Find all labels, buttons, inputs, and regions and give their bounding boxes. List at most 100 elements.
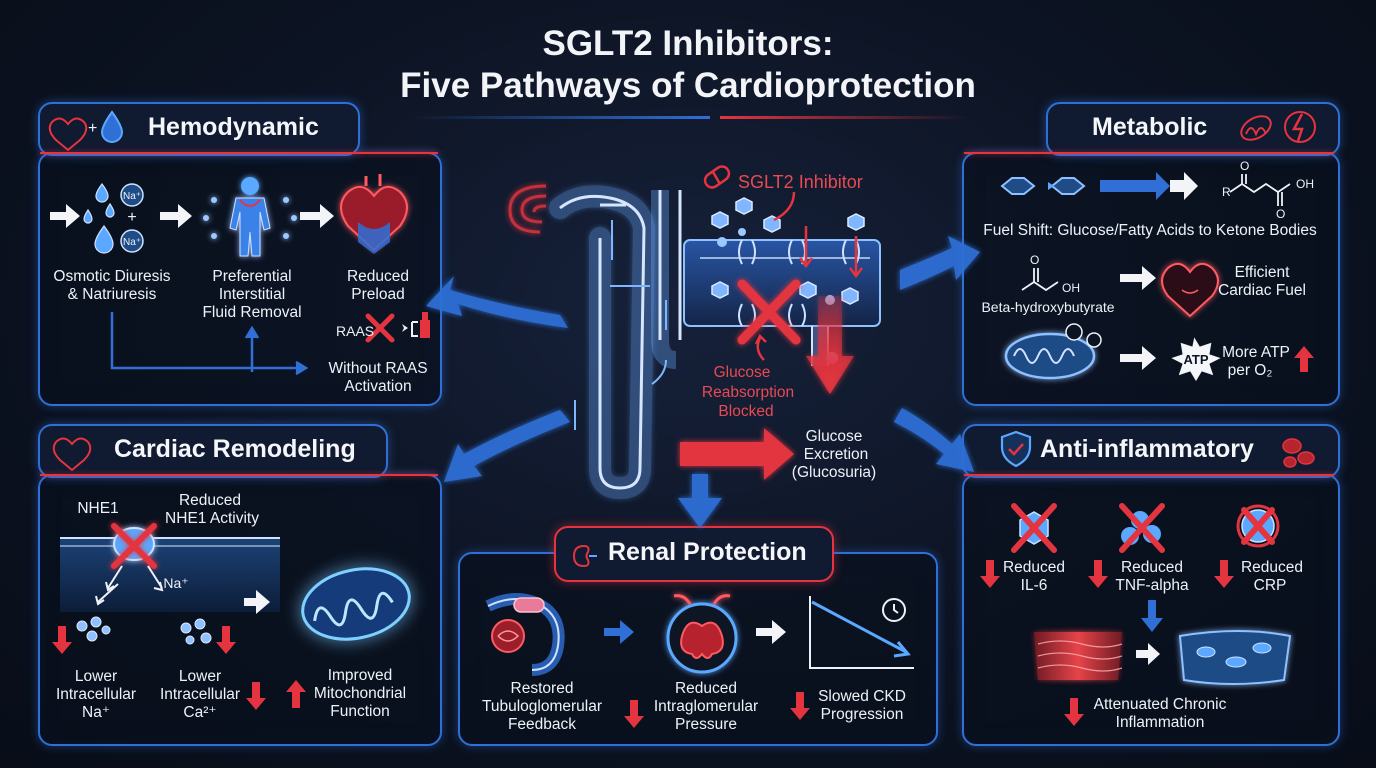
sglt2-drug-label: SGLT2 Inhibitor [738,172,863,192]
bhb-o-label: O [1030,253,1039,267]
pressure-line2: Intraglomerular [653,698,759,715]
inflam-right-arrow [1136,643,1160,665]
mito-line2: Mitochondrial [313,685,407,702]
ketone-r-label: R [1222,185,1231,199]
crp-line1: Reduced [1240,559,1304,576]
nhe1-blocked-icon [111,523,157,569]
svg-text:+: + [88,120,97,137]
ketone-o-label-2: O [1276,207,1285,221]
divider-hemodynamic [40,152,438,154]
tnf-line2: TNF-alpha [1115,577,1189,594]
title-metabolic: Metabolic [1092,113,1208,141]
healthy-tissue-icon [1178,630,1292,685]
metabolic-arrows [1120,266,1156,370]
ion-dots [76,616,212,645]
bhb-oh-label: OH [1062,281,1080,295]
hemo-step3-line2: Preload [351,286,405,303]
heart-anatomical-icon [340,174,408,254]
na-ion-label: Na⁺ [163,575,189,591]
shield-check-icon [1000,430,1032,468]
pill-icon [703,165,731,189]
title-rule-red [720,116,970,119]
blood-cells-icon [1282,438,1315,468]
heart-outline-icon [52,437,92,472]
mitochondria-bolt-icon [1240,111,1316,143]
hemo-arrows [50,204,334,228]
hemo-step2-line2: Interstitial [218,286,286,303]
raas-blocked-icon [365,312,430,343]
mito-line1: Improved [327,667,393,684]
atp-label: ATP [1183,352,1208,367]
page-title-line1: SGLT2 Inhibitors: [542,24,834,63]
title-inflammation: Anti-inflammatory [1040,435,1254,463]
lower-ca-line3: Ca²⁺ [183,704,217,721]
mitochondria-icon [1004,323,1102,380]
nephron-tgf-icon [485,593,565,676]
pressure-line3: Pressure [674,716,738,733]
nhe1-label: NHE1 [77,500,119,517]
heart-fuel-icon [1161,262,1219,318]
excretion-label-1: Glucose [805,428,863,445]
tnf-line1: Reduced [1120,559,1184,576]
tgf-line3: Feedback [507,716,577,733]
sodium-ions-icon: + [120,183,144,253]
panel-renal [458,552,938,746]
divider-remodeling [40,474,438,476]
ketone-oh-label: OH [1296,177,1314,191]
hemo-step3-line1: Reduced [346,268,410,285]
heart-drop-icon: + [48,110,124,152]
water-drops-icon [83,182,115,254]
hemo-step4-line2: Activation [344,378,412,395]
ckd-decline-chart-icon [809,596,914,669]
renal-down-arrows [624,692,810,728]
il6-line2: IL-6 [1020,577,1048,594]
hemo-step1-line2: & Natriuresis [67,286,157,303]
ckd-line1: Slowed CKD [818,688,906,705]
sodium-label-2: Na⁺ [123,237,141,248]
crp-blocked-icon [1236,504,1280,548]
lower-ca-line2: Intracellular [159,686,241,703]
blocked-label-2: Reabsorption [701,384,795,401]
lower-ca-line1: Lower [178,668,222,685]
chronic-line2: Inflammation [1115,714,1205,731]
atp-burst-icon [1168,334,1224,383]
bhb-structure-icon [1021,268,1059,292]
title-remodeling: Cardiac Remodeling [114,435,356,463]
hemo-step2-line1: Preferential [212,268,292,285]
cardiac-fuel-line1: Efficient [1234,264,1290,281]
tab-remodeling [38,424,388,478]
more-atp-line2: per O₂ [1227,362,1273,379]
hemo-step1-line1: Osmotic Diuresis [53,268,171,285]
excretion-label-3: (Glucosuria) [791,464,877,481]
chronic-line1: Attenuated Chronic [1093,696,1227,713]
fuel-shift-icon [1000,172,1198,200]
reduced-nhe1-line1: Reduced [178,492,242,509]
renal-arrow-2 [756,620,786,644]
cytokine-il6-blocked-icon [1011,503,1057,553]
ckd-line2: Progression [820,706,904,723]
tab-hemodynamic [38,102,360,156]
tgf-line2: Tubuloglomerular [481,698,603,715]
pressure-line1: Reduced [674,680,738,697]
inflammation-down-arrows [980,560,1234,726]
lower-na-line1: Lower [74,668,118,685]
hemo-step2-line3: Fluid Removal [202,304,302,321]
ketone-structure-icon [1229,174,1291,206]
page-title-line2: Five Pathways of Cardioprotection [400,66,976,105]
blocked-label-1: Glucose [713,364,771,381]
raas-tag: RAAS [336,323,375,339]
lower-na-line3: Na⁺ [82,704,110,721]
svg-text:+: + [127,209,136,226]
glomerulus-icon [666,594,738,674]
tab-metabolic [1046,102,1340,156]
sodium-label-1: Na⁺ [123,191,141,202]
more-atp-line1: More ATP [1222,344,1290,361]
inflamed-tissue-icon [1034,632,1123,680]
divider-metabolic [964,152,1334,154]
tab-renal [554,526,834,582]
hemo-step4-line1: Without RAAS [328,360,428,377]
remodeling-down-arrows [52,626,266,710]
hemo-flow-lines [110,312,309,376]
cardiac-fuel-line2: Cardiac Fuel [1218,282,1306,299]
